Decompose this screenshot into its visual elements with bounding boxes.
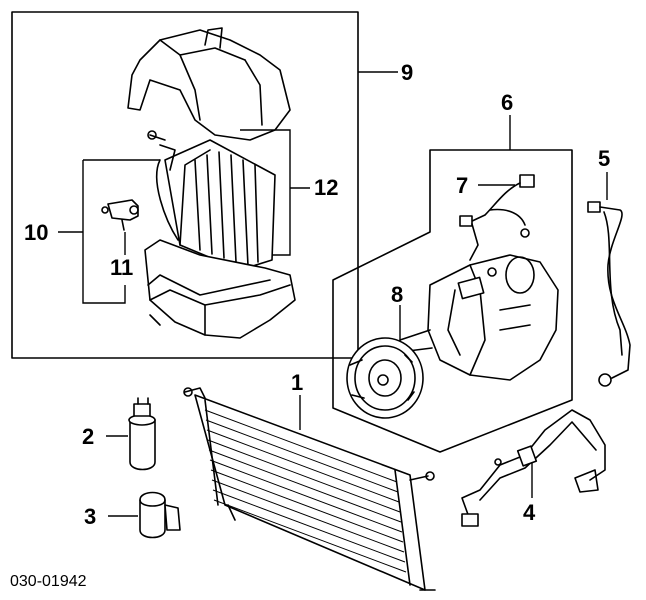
leader-12 (240, 129, 310, 256)
callout-7: 7 (456, 173, 468, 198)
clutch-wiring-7 (459, 174, 535, 261)
expansion-valve-fitting-11 (101, 199, 139, 231)
evaporator-housing-upper (127, 27, 291, 141)
callout-5: 5 (598, 146, 610, 171)
callout-11: 11 (110, 255, 133, 280)
discharge-hose-4 (461, 409, 606, 527)
evaporator-group-box (11, 11, 359, 359)
evaporator-housing-lower (144, 239, 296, 339)
leader-10 (58, 159, 160, 304)
callout-10: 10 (24, 220, 48, 245)
clutch-pulley-8 (346, 337, 424, 419)
callout-4: 4 (523, 500, 536, 525)
diagram-code: 030-01942 (10, 573, 87, 590)
evaporator-core-12 (147, 130, 276, 271)
callout-3: 3 (84, 504, 96, 529)
callout-1: 1 (291, 370, 303, 395)
drier-bracket-3 (139, 491, 181, 539)
callout-2: 2 (82, 424, 94, 449)
callout-8: 8 (391, 282, 403, 307)
callout-9: 9 (401, 60, 413, 85)
suction-hose-5 (587, 201, 631, 387)
callout-12: 12 (314, 175, 338, 200)
receiver-drier-2 (128, 397, 156, 471)
condenser-1 (183, 387, 436, 591)
callout-6: 6 (501, 90, 513, 115)
compressor-body (399, 254, 559, 381)
compressor-group-box (332, 149, 573, 453)
